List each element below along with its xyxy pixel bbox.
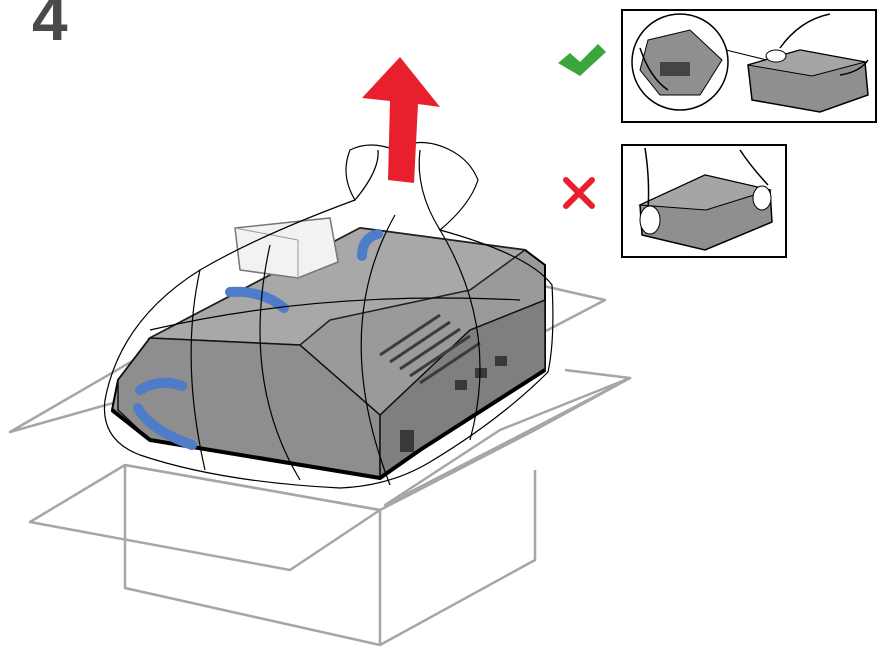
shipping-box	[8, 258, 632, 647]
printer-ports	[400, 356, 507, 452]
tape-left-bottom	[133, 403, 197, 450]
printer-held-incorrectly	[638, 147, 773, 251]
plastic-bag	[103, 141, 554, 489]
box-flap-front-left	[28, 463, 382, 572]
step-number: 4	[32, 0, 68, 54]
checkmark-icon	[558, 44, 606, 76]
box-rim-right	[379, 428, 536, 512]
box-rim-left	[124, 463, 381, 512]
box-front-right-wall	[379, 470, 537, 647]
panel-correct-lifting	[621, 9, 877, 123]
blue-tape	[133, 229, 383, 450]
arrow-up-icon	[362, 57, 440, 183]
box-front-left-wall	[123, 465, 382, 647]
printer-vents	[379, 313, 481, 385]
box-flap-right-outer	[534, 368, 632, 432]
printer	[110, 226, 547, 481]
cross-icon	[563, 177, 595, 209]
detail-handle-grip	[639, 29, 723, 96]
panel-wrong-lifting	[621, 144, 787, 258]
tape-top	[357, 229, 383, 261]
printer-base-edge	[110, 368, 547, 481]
tape-left-top	[135, 377, 187, 395]
tape-middle	[225, 286, 289, 313]
printer-held-correctly	[747, 13, 869, 113]
